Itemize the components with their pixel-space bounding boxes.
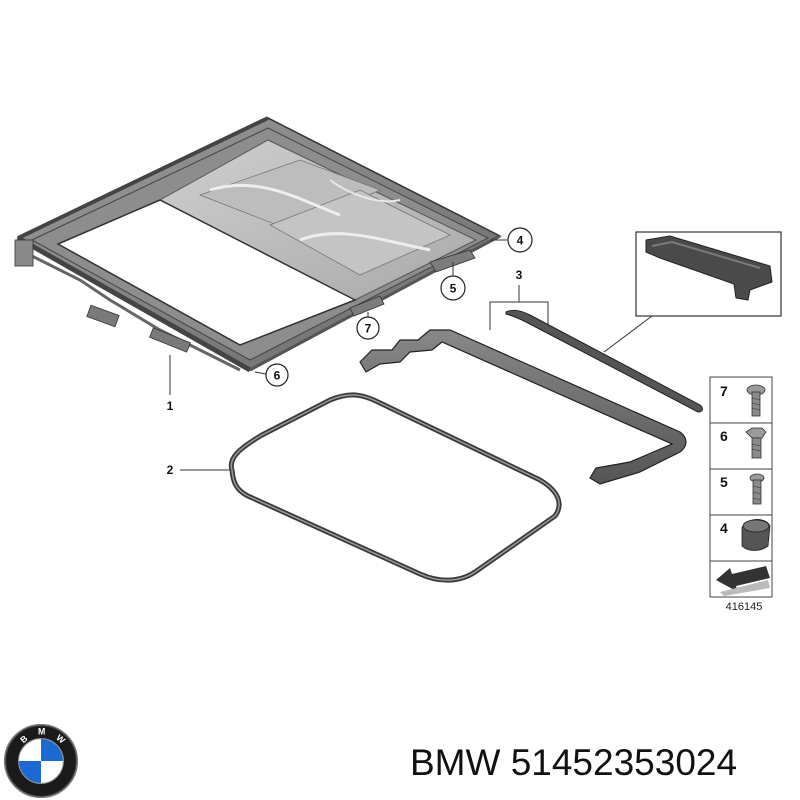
hardware-label-5: 5 <box>720 474 728 490</box>
screw-7-icon <box>746 384 766 417</box>
sunroof-frame <box>14 116 502 373</box>
hardware-panel: 7 6 5 4 <box>709 376 773 613</box>
callout-3: 3 <box>516 268 523 282</box>
glass-seal <box>228 392 562 583</box>
callout-5: 5 <box>440 275 466 301</box>
svg-text:4: 4 <box>517 234 524 248</box>
svg-text:B: B <box>18 733 29 745</box>
hardware-label-6: 6 <box>720 428 728 444</box>
callout-4: 4 <box>507 227 533 253</box>
callout-6: 6 <box>265 363 289 387</box>
reference-number: 416145 <box>726 601 763 613</box>
callout-1: 1 <box>167 399 174 413</box>
leader-lines <box>169 239 653 471</box>
grommet-4-icon <box>741 519 771 551</box>
hardware-label-7: 7 <box>720 383 728 399</box>
svg-text:5: 5 <box>450 282 457 296</box>
seal-profile-detail <box>635 231 782 317</box>
svg-text:7: 7 <box>365 322 372 336</box>
svg-text:6: 6 <box>274 369 281 383</box>
bmw-logo: B M W <box>3 723 79 799</box>
callout-7: 7 <box>356 316 380 340</box>
screw-5-icon <box>749 473 765 505</box>
callout-2: 2 <box>167 463 174 477</box>
hardware-label-4: 4 <box>720 520 728 536</box>
pointer-arrow-icon <box>716 566 770 596</box>
bolt-6-icon <box>745 427 767 459</box>
svg-text:M: M <box>38 727 45 737</box>
part-number-caption: BMW 51452353024 <box>410 742 738 783</box>
frame-seal <box>359 309 703 485</box>
